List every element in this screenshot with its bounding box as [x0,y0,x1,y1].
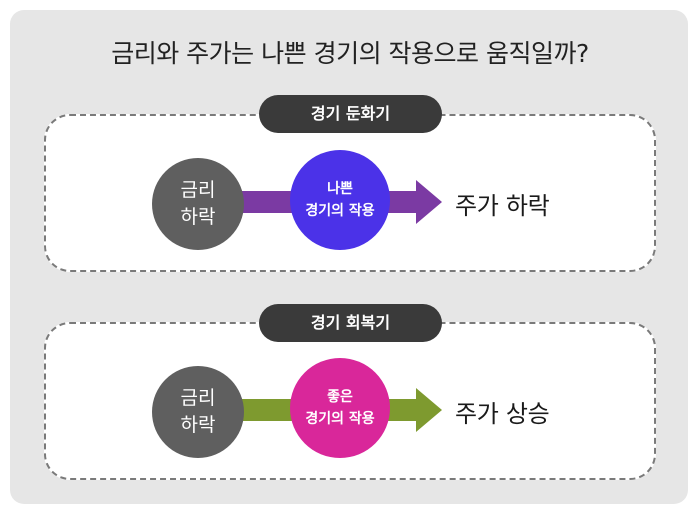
effect-text-2: 경기의 작용 [305,203,375,219]
cause-circle-slowdown: 금리 하락 [152,158,244,250]
effect-circle-recovery: 좋은 경기의 작용 [290,358,390,458]
cause-text-2: 하락 [180,206,216,228]
section-label-slowdown: 경기 둔화기 [259,95,442,133]
cause-circle-recovery: 금리 하락 [152,366,244,458]
result-slowdown: 주가 하락 [455,192,550,220]
effect-text-1: 나쁜 [327,181,353,197]
cause-text-1: 금리 [180,387,216,409]
page-title: 금리와 주가는 나쁜 경기의 작용으로 움직일까? [111,39,589,68]
effect-text-2: 경기의 작용 [305,411,375,427]
cause-text-2: 하락 [180,414,216,436]
effect-circle-slowdown: 나쁜 경기의 작용 [290,150,390,250]
section-label-recovery: 경기 회복기 [259,304,442,342]
cause-text-1: 금리 [180,179,216,201]
effect-text-1: 좋은 [327,389,353,405]
result-recovery: 주가 상승 [455,400,550,428]
